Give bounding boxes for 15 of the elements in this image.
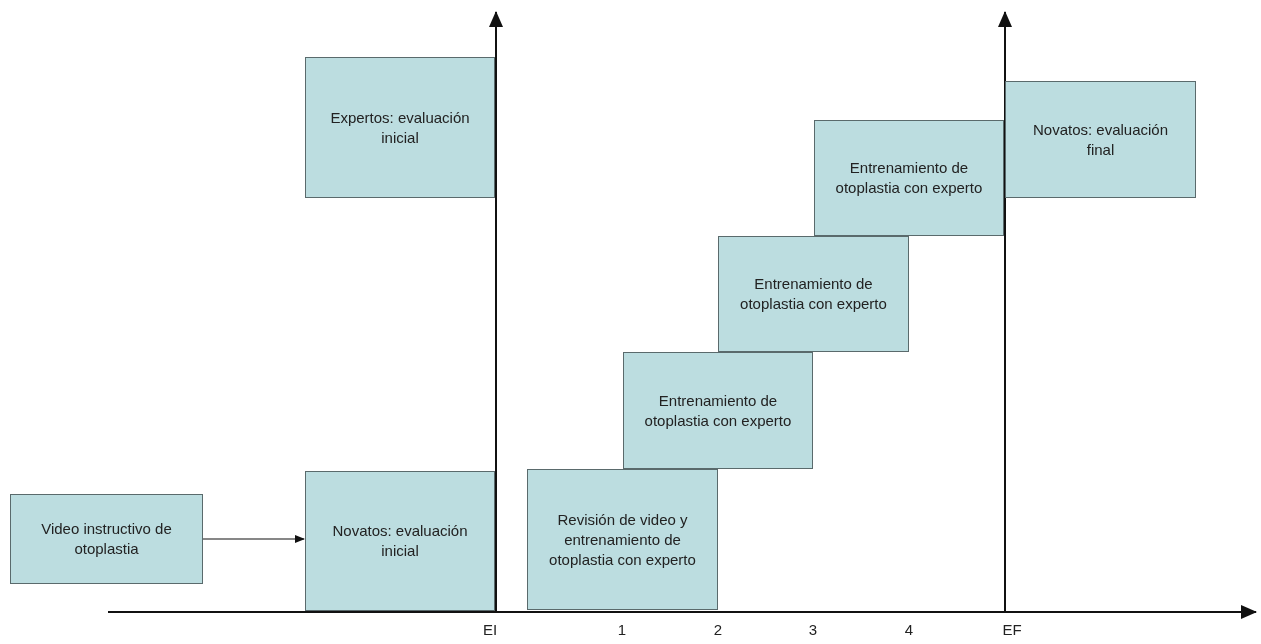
axis-tick-label: 3 (808, 621, 818, 638)
arrow (202, 535, 305, 543)
axis-tick-label: EF (1002, 621, 1022, 638)
axis-tick-label: 4 (904, 621, 914, 638)
evaluation-box: Novatos: evaluación inicial (305, 471, 495, 611)
training-box: Entrenamiento de otoplastia con experto (718, 236, 909, 352)
training-box: Entrenamiento de otoplastia con experto (814, 120, 1004, 236)
training-box: Revisión de video y entrenamiento de otoplastia con experto (527, 469, 718, 610)
evaluation-box: Expertos: evaluación inicial (305, 57, 495, 198)
process-box: Video instructivo de otoplastia (10, 494, 203, 584)
training-box: Entrenamiento de otoplastia con experto (623, 352, 813, 469)
axis-tick-label: 1 (617, 621, 627, 638)
axis-tick-label: EI (482, 621, 498, 638)
evaluation-box: Novatos: evaluación final (1005, 81, 1196, 198)
axis-tick-label: 2 (713, 621, 723, 638)
